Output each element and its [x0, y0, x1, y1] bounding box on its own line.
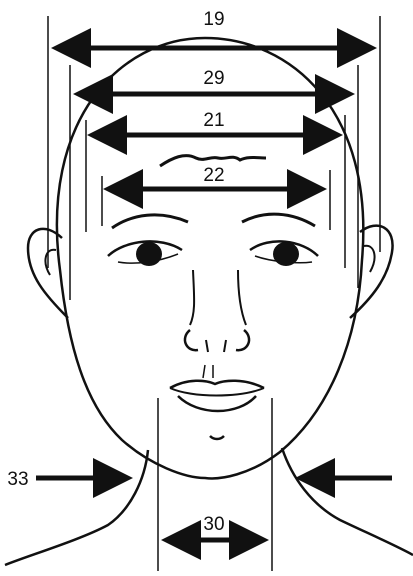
neck-left [5, 450, 148, 565]
left-eye [108, 241, 182, 266]
neck-right [282, 448, 413, 555]
label-29: 29 [203, 68, 224, 89]
label-30: 30 [203, 514, 224, 535]
chin-dimple [210, 436, 224, 439]
head-outline [57, 38, 363, 478]
nose [185, 270, 249, 378]
label-33: 33 [7, 469, 28, 490]
reference-lines [48, 16, 380, 571]
label-22: 22 [203, 165, 224, 186]
left-eyebrow [112, 215, 188, 228]
mouth [170, 381, 264, 411]
right-eye [250, 241, 318, 266]
label-19: 19 [203, 9, 224, 30]
label-21: 21 [203, 110, 224, 131]
right-eyebrow [242, 214, 315, 226]
